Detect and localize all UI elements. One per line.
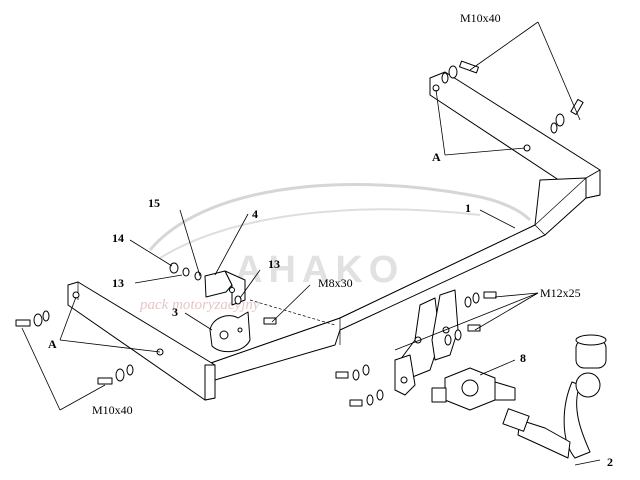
label-part-4: 4 (252, 207, 258, 221)
label-bolt-left: M10x40 (92, 403, 133, 417)
leader-lines (21, 21, 601, 466)
plate-part-3 (209, 311, 251, 353)
watermark-subtext: pack motoryzacyjny (139, 297, 260, 313)
hardware-m12 (335, 291, 497, 407)
label-part-14: 14 (112, 231, 124, 245)
diagram-labels: M10x40 A 1 M12x25 8 2 M8x30 13 4 15 14 1… (48, 11, 613, 469)
label-bolt-m12: M12x25 (540, 286, 581, 300)
hardware-top-right (441, 60, 584, 134)
label-part-13a: 13 (112, 276, 124, 290)
tow-ball-part-2 (502, 334, 607, 459)
label-part-3: 3 (172, 305, 178, 319)
hitch-mount-bracket (394, 289, 459, 396)
label-part-2: 2 (607, 455, 613, 469)
watermark-text: AHAKO (235, 249, 404, 291)
label-bolt-m8: M8x30 (318, 276, 353, 290)
label-part-8: 8 (520, 351, 526, 365)
hardware-left (15, 310, 134, 385)
main-beam (67, 71, 601, 401)
label-point-a-right: A (432, 150, 441, 164)
label-part-1: 1 (465, 201, 471, 215)
label-bolt-top: M10x40 (460, 11, 501, 25)
label-point-a-left: A (48, 337, 57, 351)
label-part-13b: 13 (268, 257, 280, 271)
label-part-15: 15 (148, 196, 160, 210)
watermark-logo: AHAKO pack motoryzacyjny (139, 183, 532, 313)
electrical-socket-part-8 (431, 367, 516, 411)
